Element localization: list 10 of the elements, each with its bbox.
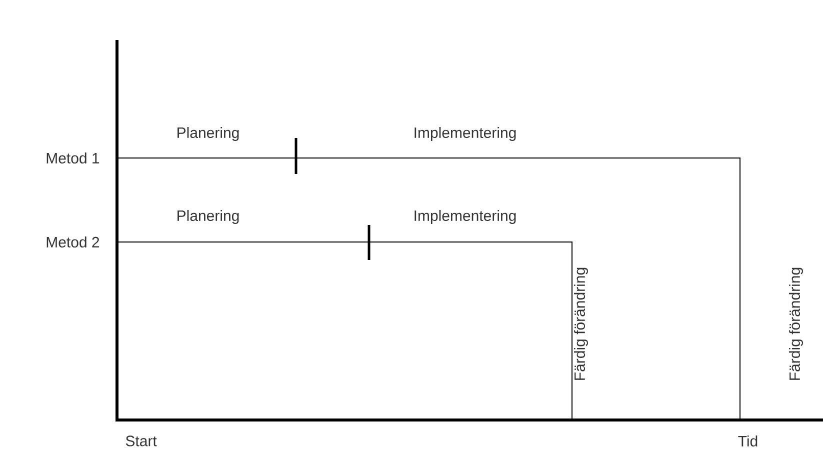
phase-label: Planering xyxy=(178,210,239,224)
phase-label: Planering xyxy=(178,127,239,141)
axis-label: Start xyxy=(126,436,157,446)
row-label: Metod 2 xyxy=(46,236,100,248)
row-label: Metod 1 xyxy=(46,152,100,164)
axis-label: Tid xyxy=(738,435,758,446)
phase-label: Implementering xyxy=(414,210,516,224)
phase-label: Implementering xyxy=(414,127,516,141)
milestone-label: Färdig förändring xyxy=(789,268,803,380)
milestone-label: Färdig förändring xyxy=(574,268,588,380)
